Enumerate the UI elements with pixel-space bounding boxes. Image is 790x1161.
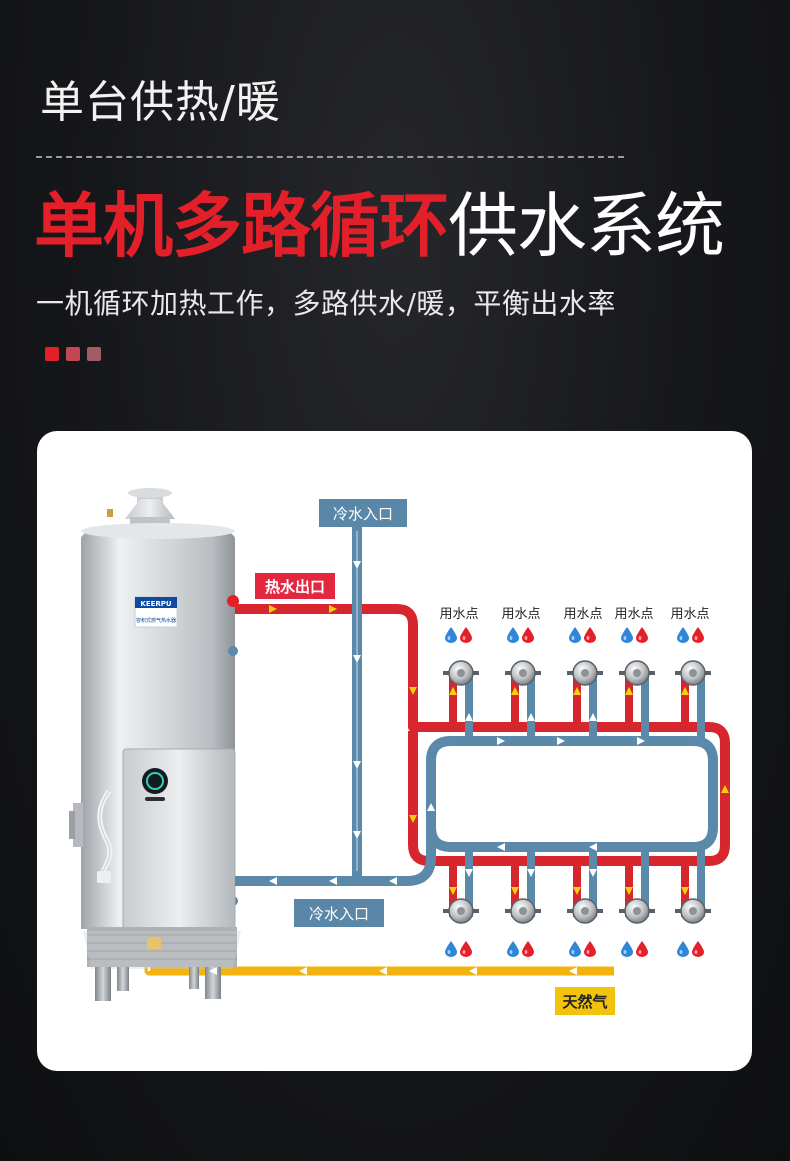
- cold-drop-icon: [677, 627, 689, 643]
- diagram-card: KEERPU 容积式燃气热水器: [37, 431, 752, 1071]
- hot-drop-icon: [522, 941, 534, 957]
- flow-arrows: [209, 561, 729, 975]
- page-kicker: 单台供热/暖: [40, 77, 281, 128]
- cold-drop-icon: [621, 941, 633, 957]
- cold-drop-icon: [677, 941, 689, 957]
- accent-dot: [66, 347, 80, 361]
- water-system-diagram: KEERPU 容积式燃气热水器: [69, 488, 730, 1015]
- cold-drop-icon: [507, 941, 519, 957]
- water-point-label: 用水点: [670, 607, 709, 622]
- hot-drop-icon: [692, 941, 704, 957]
- water-point-label: 用水点: [501, 607, 540, 622]
- water-point-label: 用水点: [563, 607, 602, 622]
- page-headline: 单机多路循环供水系统: [34, 184, 725, 268]
- cold-drop-icon: [445, 627, 457, 643]
- cold-inlet-bottom-tag: 冷水入口: [294, 899, 384, 927]
- cold-inlet-top-label: 冷水入口: [333, 505, 393, 523]
- hot-drop-icon: [692, 627, 704, 643]
- headline-white-part: 供水系统: [448, 185, 725, 267]
- water-point-label: 用水点: [439, 607, 478, 622]
- accent-dot: [45, 347, 59, 361]
- hot-drop-icon: [522, 627, 534, 643]
- accent-dot: [87, 347, 101, 361]
- headline-red-part: 单机多路循环: [34, 185, 449, 267]
- top-valves: [443, 660, 711, 686]
- cold-drop-icon: [507, 627, 519, 643]
- cold-inlet-bottom-label: 冷水入口: [309, 905, 369, 923]
- cold-drop-icon: [621, 627, 633, 643]
- hot-drop-icon: [636, 941, 648, 957]
- accent-dots: [45, 347, 101, 361]
- page-subline: 一机循环加热工作，多路供水/暖，平衡出水率: [36, 287, 616, 320]
- cold-inlet-top-tag: 冷水入口: [319, 499, 407, 527]
- pipe-network: [235, 521, 730, 917]
- cold-drop-icon: [569, 627, 581, 643]
- hot-outlet-tag: 热水出口: [255, 573, 335, 599]
- gas-label: 天然气: [562, 993, 607, 1011]
- bottom-valves: [443, 898, 711, 924]
- hot-outlet-label: 热水出口: [265, 578, 325, 596]
- water-point-labels: 用水点 用水点 用水点 用水点 用水点: [439, 607, 709, 622]
- hot-drop-icon: [636, 627, 648, 643]
- cold-drop-icon: [569, 941, 581, 957]
- gas-tag: 天然气: [555, 987, 615, 1015]
- water-point-label: 用水点: [614, 607, 653, 622]
- heater-brand: KEERPU: [140, 600, 172, 608]
- hot-drop-icon: [460, 941, 472, 957]
- water-heater: KEERPU 容积式燃气热水器: [69, 488, 241, 1001]
- dashed-divider: [36, 156, 624, 158]
- hot-drop-icon: [584, 627, 596, 643]
- hot-drop-icon: [460, 627, 472, 643]
- cold-drop-icon: [445, 941, 457, 957]
- heater-model: 容积式燃气热水器: [136, 617, 176, 624]
- hot-drop-icon: [584, 941, 596, 957]
